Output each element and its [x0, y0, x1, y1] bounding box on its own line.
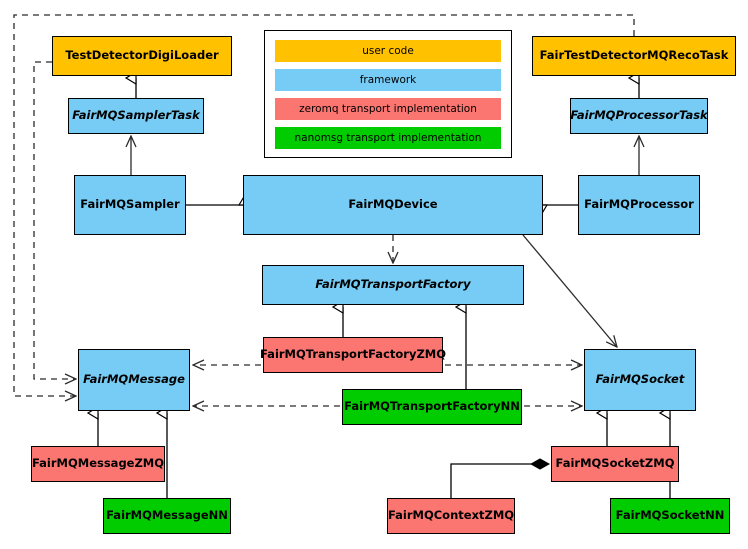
class-box-fair-mq-processor-task[interactable]: FairMQProcessorTask	[570, 98, 708, 134]
legend-item-user-code: user code	[275, 40, 501, 62]
class-box-fair-mq-socket[interactable]: FairMQSocket	[584, 349, 696, 411]
class-box-fair-mq-socket-nn[interactable]: FairMQSocketNN	[610, 498, 730, 534]
class-box-fair-mq-transport-factory[interactable]: FairMQTransportFactory	[262, 265, 524, 305]
class-box-fair-mq-message-zmq[interactable]: FairMQMessageZMQ	[31, 446, 165, 482]
class-box-test-detector-digi-loader[interactable]: TestDetectorDigiLoader	[52, 36, 232, 76]
class-box-fair-mq-transport-factory-nn[interactable]: FairMQTransportFactoryNN	[342, 389, 522, 425]
class-box-fair-mq-context-zmq[interactable]: FairMQContextZMQ	[387, 498, 515, 534]
class-box-fair-mq-device[interactable]: FairMQDevice	[243, 175, 543, 235]
class-box-fair-mq-message-nn[interactable]: FairMQMessageNN	[103, 498, 231, 534]
legend-panel: user code framework zeromq transport imp…	[264, 30, 512, 158]
class-box-fair-mq-sampler[interactable]: FairMQSampler	[74, 175, 186, 235]
legend-item-nanomsg: nanomsg transport implementation	[275, 127, 501, 149]
class-box-fair-mq-transport-factory-zmq[interactable]: FairMQTransportFactoryZMQ	[260, 337, 446, 373]
legend-item-framework: framework	[275, 69, 501, 91]
class-box-fair-mq-message[interactable]: FairMQMessage	[78, 349, 190, 411]
legend-item-zeromq: zeromq transport implementation	[275, 98, 501, 120]
class-box-fair-mq-processor[interactable]: FairMQProcessor	[578, 175, 700, 235]
class-box-fair-mq-sampler-task[interactable]: FairMQSamplerTask	[68, 98, 204, 134]
class-box-fair-mq-socket-zmq[interactable]: FairMQSocketZMQ	[551, 446, 679, 482]
class-box-fair-test-detector-mq-reco-task[interactable]: FairTestDetectorMQRecoTask	[532, 36, 736, 76]
